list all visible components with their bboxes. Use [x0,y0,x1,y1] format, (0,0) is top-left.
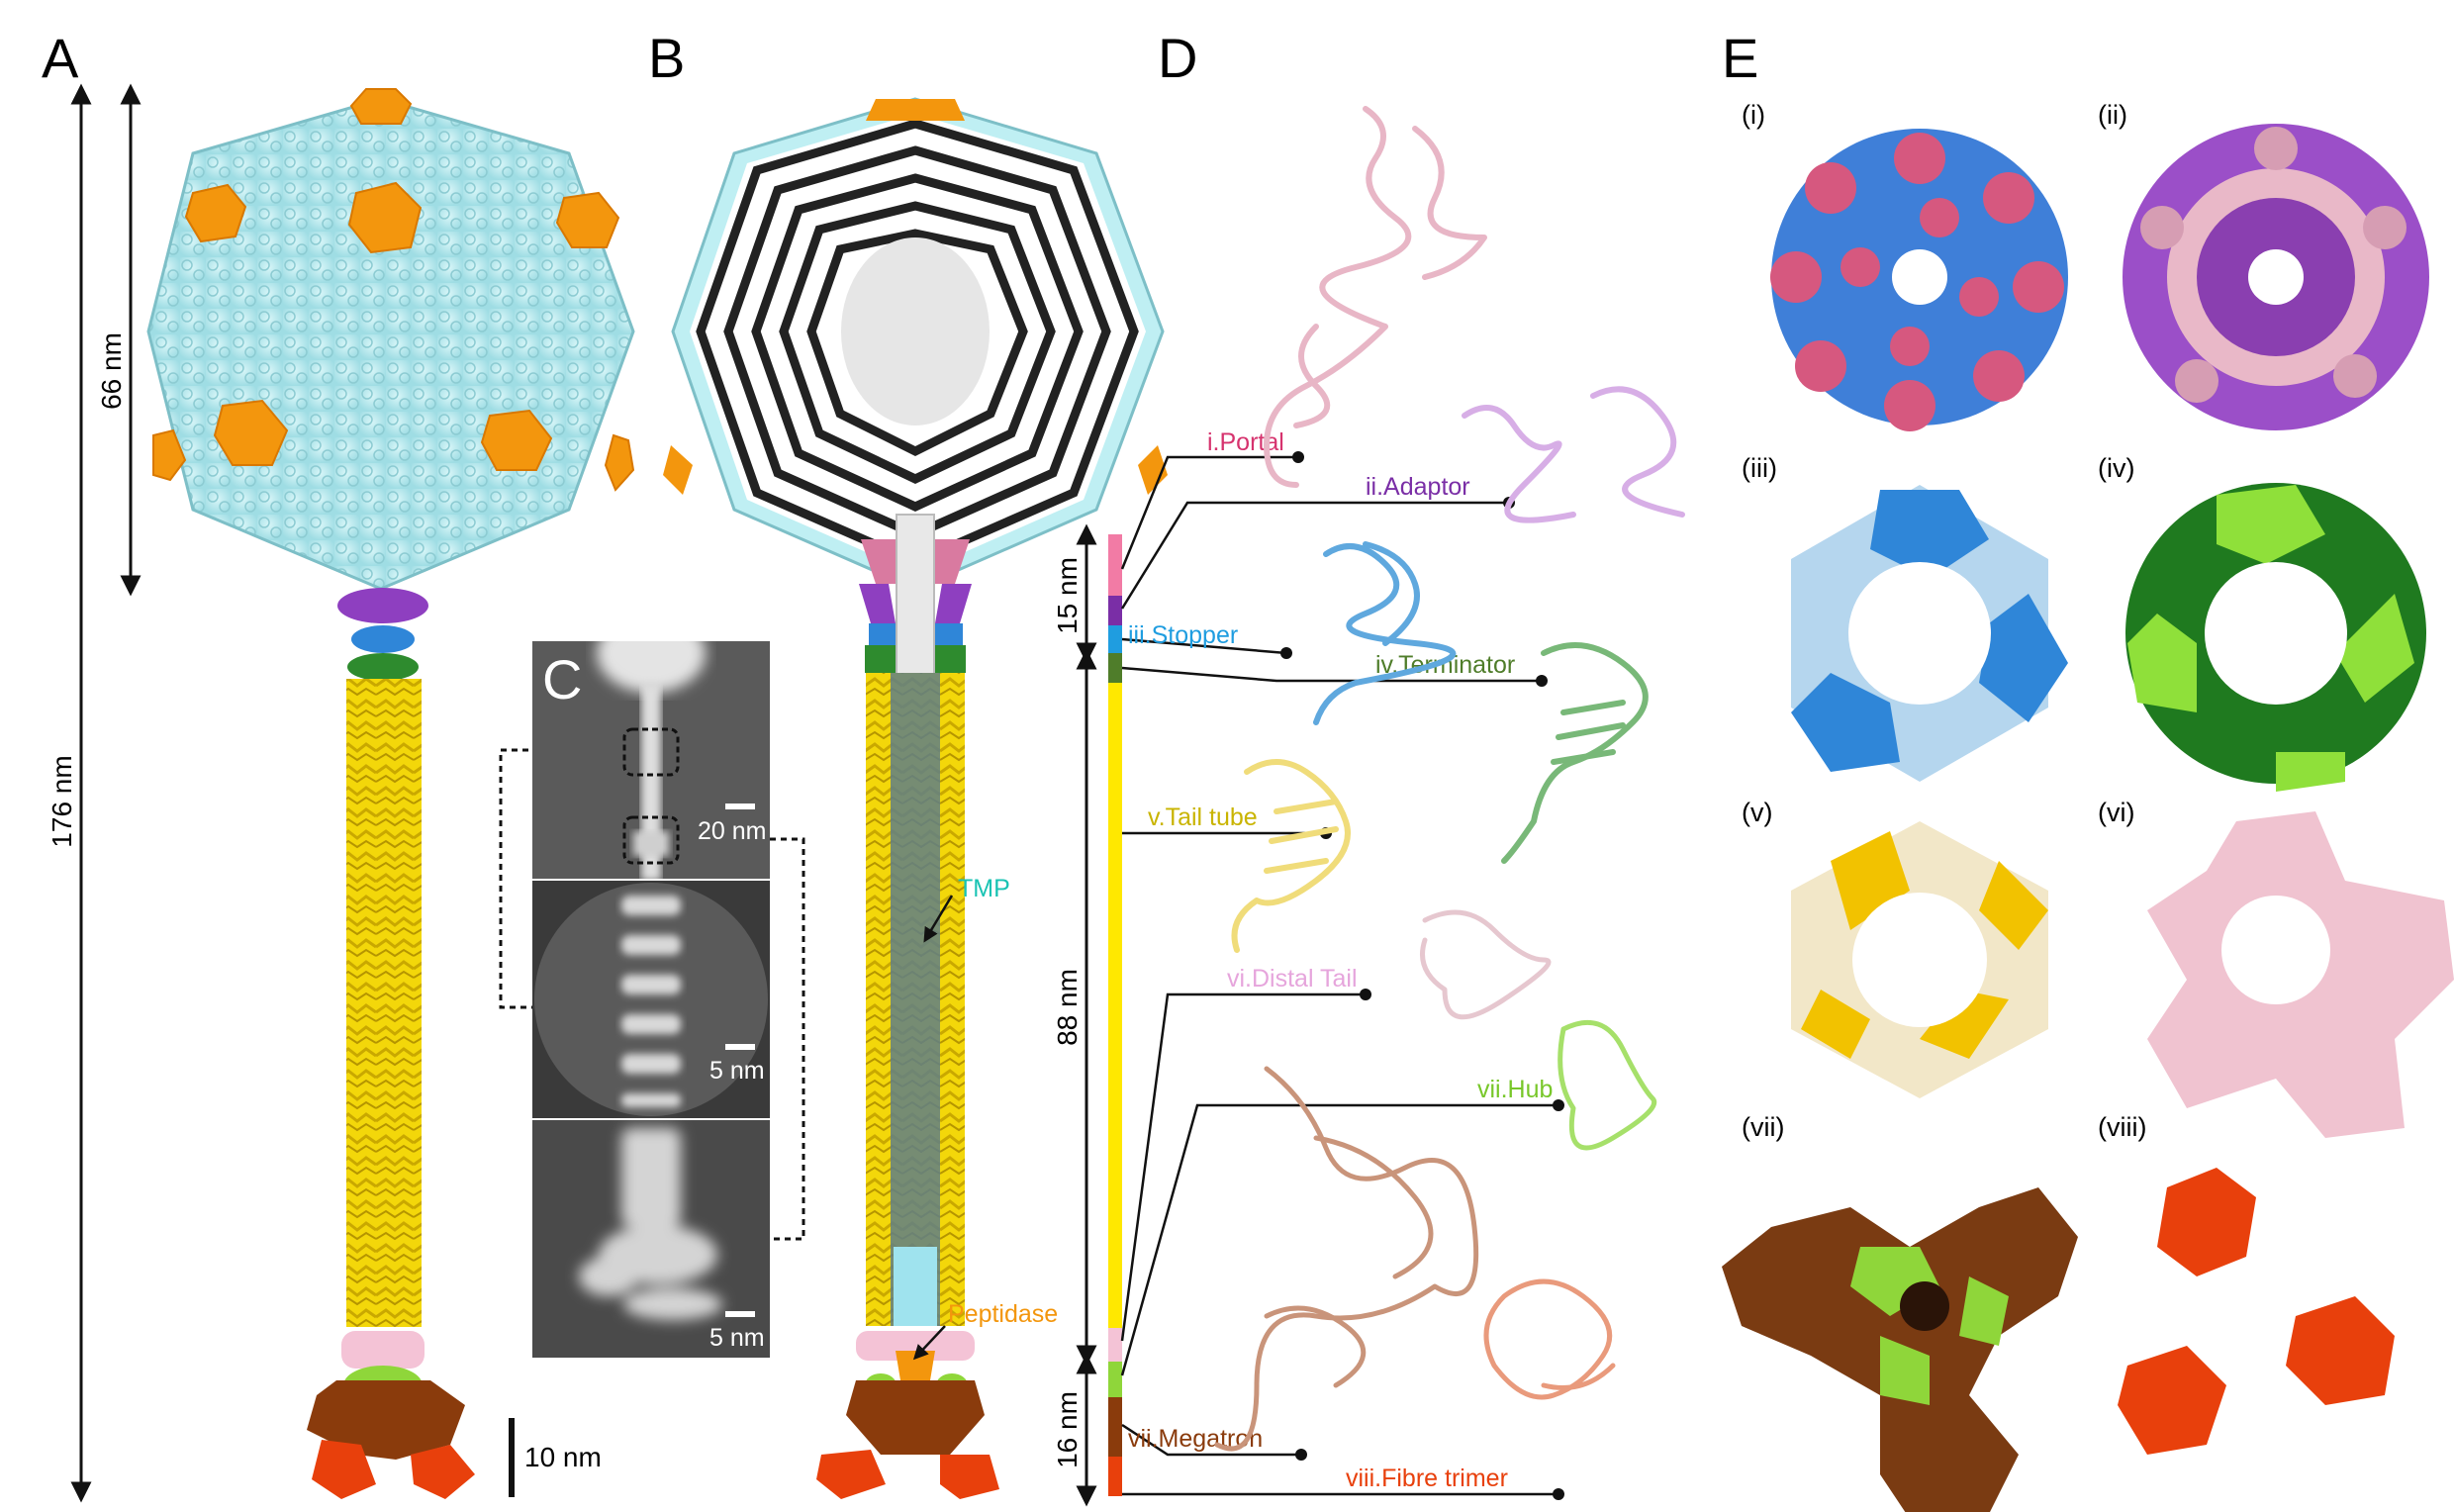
tail-tube [346,679,422,1327]
segment-label-16nm: 16 nm [1052,1391,1083,1468]
class-average-tail-mask [534,883,768,1116]
zoom-connector-upper [499,748,626,1009]
stopper-ribbon [1313,541,1457,725]
total-length-label: 176 nm [47,755,77,847]
vertex-decoration-top [866,99,965,121]
peptidase-density [896,1351,935,1380]
zoom-box-upper [622,727,680,777]
distal-tail-protein [341,1331,425,1369]
zoom-box-lower [622,815,680,865]
tail-tube-ring-view [1791,821,2048,1098]
capsid-length-label: 66 nm [96,332,127,410]
ring-label-iii: (iii) [1742,453,1777,483]
panel-d-components: 15 nm 88 nm 16 nm i.Portal ii.Adaptor ii [1052,106,1685,1507]
component-label-adaptor: ii.Adaptor [1366,473,1470,501]
scale-bar-c-mid-label: 5 nm [709,1057,765,1085]
tmp-arrow [923,895,954,943]
fibre-trimer-right [411,1445,475,1499]
distal-tail-ribbon [1420,909,1552,1020]
fibre-section-left [816,1450,886,1499]
fibre-trimer-ribbon [1483,1278,1616,1400]
fibre-trimer-view [2118,1168,2395,1455]
scale-bar-a-label: 10 nm [524,1442,602,1472]
ring-label-vi: (vi) [2098,798,2134,827]
megatron-ribbon [1214,1066,1479,1452]
fibre-trimer-left [312,1440,376,1499]
panel-c-class-averages: C 20 nm 5 nm 5 nm [499,641,805,1358]
component-label-distal-tail: vi.Distal Tail [1227,965,1358,992]
scale-bar-c-bottom [725,1311,755,1317]
panel-e-ring-assemblies: (i) (ii) (iii) (iv) (v) (vi) (vii) (viii… [1722,100,2454,1512]
megatron-protein [307,1380,465,1460]
megatron-hub-view [1722,1187,2078,1512]
baseplate-density [579,1128,722,1320]
terminator-ring [347,653,419,681]
tail-repeats [621,896,681,1107]
component-label-hub: vii.Hub [1477,1076,1553,1103]
tmp-tip [894,1247,937,1326]
stopper-ring-view [1791,485,2068,782]
peptidase-label: Peptidase [948,1300,1058,1328]
component-label-megatron: vii.Megatron [1128,1425,1263,1453]
panel-b-cross-section: TMP Peptidase [663,97,1168,1499]
component-label-stopper: iii.Stopper [1128,621,1238,649]
panel-label-a: A [42,27,79,89]
ring-label-iv: (iv) [2098,453,2134,483]
adaptor-ribbon [1462,386,1685,523]
tail-tube-ribbon [1231,759,1351,953]
tmp-label: TMP [958,875,1010,902]
portal-ribbon [1264,106,1487,488]
tape-measure-protein [891,673,940,1326]
hub-ribbon [1557,1019,1656,1151]
component-label-fibre-trimer: viii.Fibre trimer [1346,1465,1508,1492]
scale-bar-c-mid [725,1044,755,1050]
segment-label-15nm: 15 nm [1052,557,1083,634]
peptidase-arrow [912,1325,946,1361]
ring-label-ii: (ii) [2098,100,2127,130]
capsid-decoration-proteins [152,88,635,492]
scale-bar-c-bottom-label: 5 nm [709,1324,765,1352]
scale-bar-c-top-label: 20 nm [698,817,766,845]
capsid-core [841,237,990,425]
megatron-section [846,1380,985,1455]
panel-label-d: D [1158,27,1197,89]
panel-label-e: E [1722,27,1758,89]
ring-label-i: (i) [1742,100,1765,130]
terminator-ring-view [2125,483,2426,792]
panel-a-phage-model: 176 nm 66 nm 10 nm [47,83,635,1503]
scale-bar-c-top [725,803,755,809]
vertex-decoration-right [1138,445,1168,495]
vertex-decoration-left [663,445,693,495]
panel-label-b: B [648,27,685,89]
adaptor-section-right [935,584,972,623]
stopper-ring [351,625,415,653]
portal-ring [1770,129,2068,431]
leader-lines [1120,455,1558,1496]
fibre-section-right [940,1455,999,1499]
adaptor-ring-view [2123,124,2429,430]
adaptor-section-left [859,584,896,623]
capsid-surface [146,97,635,591]
component-label-tail-tube: v.Tail tube [1148,803,1258,831]
ring-label-vii: (vii) [1742,1112,1784,1142]
distal-tail-ring-view [2147,811,2454,1138]
segment-label-88nm: 88 nm [1052,969,1083,1046]
terminator-ribbon [1501,642,1649,864]
component-label-portal: i.Portal [1207,428,1284,456]
ribbon-models [1214,106,1685,1452]
dna-channel [896,514,935,684]
panel-label-c: C [542,648,582,710]
ring-label-viii: (viii) [2098,1112,2146,1142]
adaptor-ring [337,588,428,623]
ring-label-v: (v) [1742,798,1772,827]
component-color-bar [1108,534,1122,1496]
